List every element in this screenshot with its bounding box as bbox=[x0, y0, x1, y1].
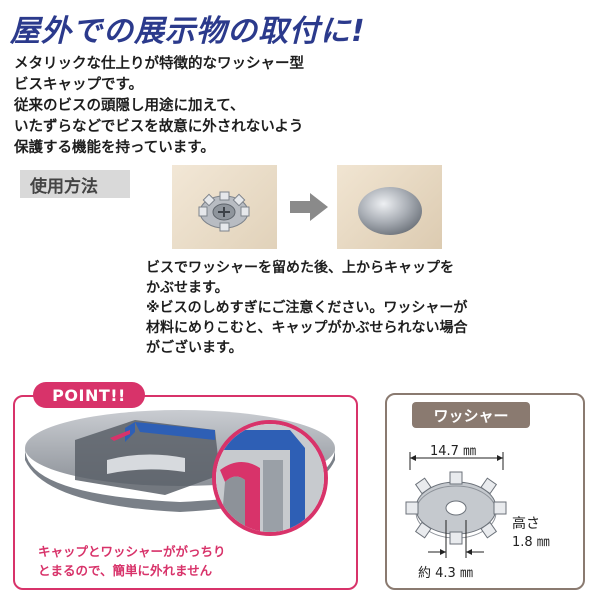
arrow-right-icon bbox=[290, 193, 328, 221]
step-line: かぶせます。 bbox=[146, 280, 229, 296]
description-line: いたずらなどでビスを故意に外されないよう bbox=[14, 119, 304, 135]
washer-hole-label: 約 4.3 ㎜ bbox=[418, 566, 473, 581]
washer-panel bbox=[385, 393, 585, 590]
step-line: 材料にめりこむと、キャップがかぶせられない場合 bbox=[146, 320, 468, 336]
washer-height-title: 高さ bbox=[512, 516, 540, 532]
point-panel bbox=[13, 395, 358, 590]
description-line: 保護する機能を持っています。 bbox=[14, 140, 215, 156]
point-caption-line: とまるので、簡単に外れません bbox=[38, 563, 213, 578]
step-line: がございます。 bbox=[146, 340, 243, 356]
page-title: 屋外での展示物の取付に! bbox=[10, 14, 366, 49]
point-caption-line: キャップとワッシャーががっちり bbox=[38, 544, 226, 559]
washer-badge: ワッシャー bbox=[412, 402, 530, 428]
washer-width-label: 14.7 ㎜ bbox=[430, 444, 477, 459]
product-description: メタリックな仕上りが特徴的なワッシャー型 ビスキャップです。 従来のビスの頭隠し… bbox=[14, 54, 304, 159]
description-line: 従来のビスの頭隠し用途に加えて、 bbox=[14, 98, 245, 114]
washer-height-value: 1.8 ㎜ bbox=[512, 535, 550, 550]
step-line: ※ビスのしめすぎにご注意ください。ワッシャーが bbox=[146, 300, 468, 316]
cap-installed-photo bbox=[337, 165, 442, 249]
point-caption: キャップとワッシャーががっちり とまるので、簡単に外れません bbox=[38, 542, 226, 580]
description-line: メタリックな仕上りが特徴的なワッシャー型 bbox=[14, 56, 304, 72]
point-badge: POINT!! bbox=[33, 382, 145, 408]
usage-section-label: 使用方法 bbox=[20, 170, 130, 198]
description-line: ビスキャップです。 bbox=[14, 77, 144, 93]
washer-with-screw-photo bbox=[172, 165, 277, 249]
cap-cross-section-illustration bbox=[25, 410, 335, 536]
step-line: ビスでワッシャーを留めた後、上からキャップを bbox=[146, 260, 454, 276]
usage-steps: ビスでワッシャーを留めた後、上からキャップを かぶせます。 ※ビスのしめすぎにご… bbox=[146, 258, 467, 358]
washer-dimension-diagram bbox=[405, 452, 507, 558]
